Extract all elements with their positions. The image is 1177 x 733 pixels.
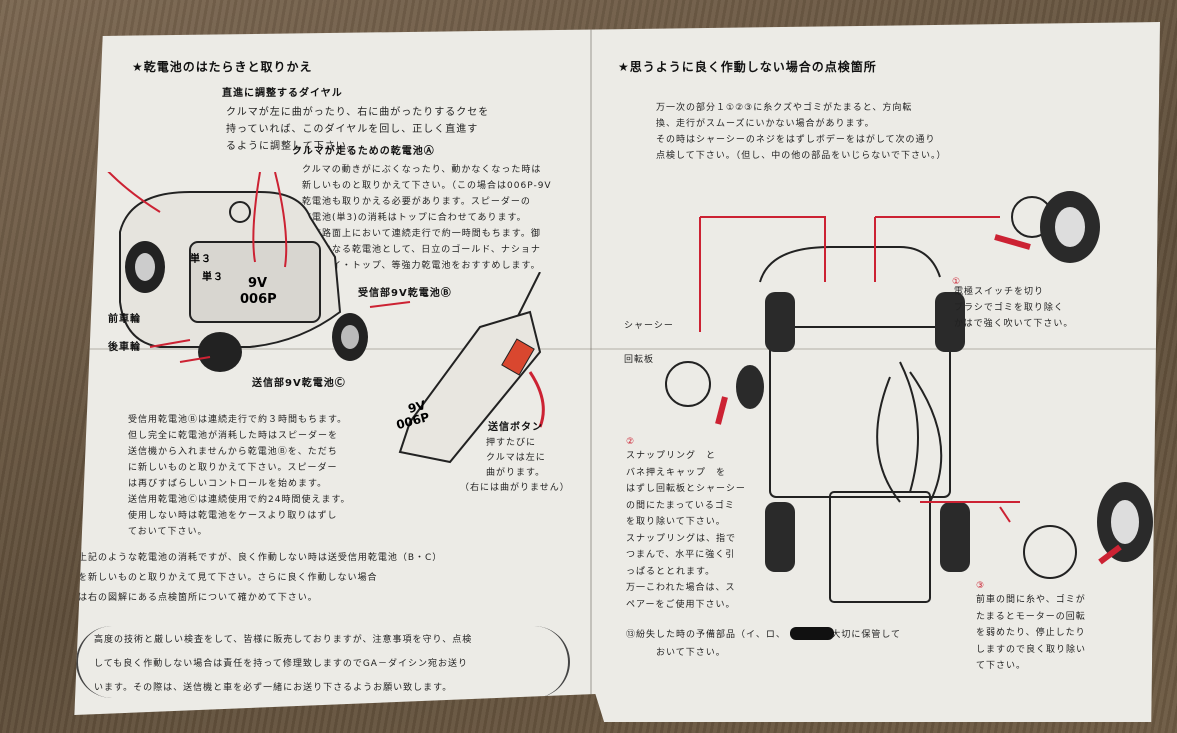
text-line: つまんで、水平に強く引 xyxy=(626,550,736,560)
text-line: 点検して下さい。（但し、中の他の部品をいじらないで下さい。） xyxy=(656,151,947,161)
text-line: ブラシでゴミを取り除く xyxy=(954,303,1064,313)
item1-number: ① xyxy=(952,277,962,287)
bullet-line: に新しいものと取りかえて下さい。スピーダー xyxy=(128,463,338,473)
dial-text: クルマが左に曲がったり、右に曲がったりするクセを 持っていれば、このダイヤルを回… xyxy=(226,104,489,155)
battery-label: 006P xyxy=(240,292,277,307)
text-line: います。その際は、送信機と車を必ず一緒にお送り下さるようお願い致します。 xyxy=(94,683,453,693)
drive-battery-heading: クルマが走るための乾電池Ⓐ xyxy=(292,146,435,157)
text-line: の間にたまっているゴミ xyxy=(626,500,735,511)
item3-text: 前車の間に糸や、ゴミが たまるとモーターの回転 を弱めたり、停止したり しますの… xyxy=(976,592,1086,675)
redaction-mark xyxy=(790,627,834,640)
item3-number: ③ xyxy=(976,581,986,591)
right-page-title: ★思うように良く作動しない場合の点検箇所 xyxy=(618,60,877,74)
text-line: ルのハイ・トップ、等強力乾電池をおすすめします。 xyxy=(302,261,541,271)
text-line: るように調整して下さい。 xyxy=(226,141,358,152)
text-line: 乾電池(単3)の消耗はトップに合わせてあります。 xyxy=(302,213,527,223)
intro-text: 万一次の部分１①②③に糸クズやゴミがたまると、方向転 換、走行がスムーズにいかな… xyxy=(656,100,946,164)
text-line: 上記のような乾電池の消耗ですが、良く作動しない時は送受信用乾電池（B・C） xyxy=(78,553,443,563)
instruction-sheet: ★乾電池のはたらきと取りかえ 直進に調整するダイヤル クルマが左に曲がったり、右… xyxy=(74,22,1160,722)
text-line: ⑬紛失した時の予備部品（イ、ロ、 ）は大切に保管して xyxy=(626,630,902,640)
rear-wheel-label: 後車輪 xyxy=(108,342,141,353)
summary-text: 上記のような乾電池の消耗ですが、良く作動しない時は送受信用乾電池（B・C） を新… xyxy=(78,548,442,608)
text-line: 前車の間に糸や、ゴミが xyxy=(976,595,1086,605)
battery-label: 単３ xyxy=(202,272,224,283)
text-line: しますので良く取り除い xyxy=(976,644,1087,655)
item2-text: スナップリング と バネ押えキャップ を はずし回転板とシャーシー の間にたまっ… xyxy=(626,448,746,613)
send-button-text: 押すたびに クルマは左に 曲がります。 （右には曲がりません） xyxy=(460,436,570,496)
bullet-line: ておいて下さい。 xyxy=(128,527,208,537)
text-line: 持っていれば、このダイヤルを回し、正しく直進す xyxy=(226,124,479,135)
transmitter-illustration xyxy=(398,272,545,464)
send-button-heading: 送信ボタン xyxy=(488,422,543,433)
text-line: 換、走行がスムーズにいかない場合があります。 xyxy=(656,119,875,129)
bullet-line: 受信用乾電池Ⓑは連続走行で約３時間もちます。 xyxy=(128,415,348,425)
drive-battery-text: クルマの動きがにぶくなったり、動かなくなった時は 新しいものと取りかえて下さい。… xyxy=(302,162,552,274)
chassis-label: シャーシー xyxy=(624,321,674,331)
bullet-line: 但し完全に乾電池が消耗した時はスピーダーを xyxy=(128,431,339,441)
text-line: 万一こわれた場合は、ス xyxy=(626,583,736,593)
text-line: バネ押えキャップ を xyxy=(626,467,727,478)
text-line: 高度の技術と厳しい検査をして、皆様に販売しておりますが、注意事項を守り、点検 xyxy=(94,635,473,645)
text-line: て下さい。 xyxy=(976,661,1027,671)
bullet-line: 使用しない時は乾電池をケースより取りはずし xyxy=(128,511,338,521)
dial-heading: 直進に調整するダイヤル xyxy=(222,88,343,99)
bullet-line: は再びすばらしいコントロールを始めます。 xyxy=(128,479,328,489)
spare-parts-text: ⑬紛失した時の予備部品（イ、ロ、 ）は大切に保管して おいて下さい。 xyxy=(626,626,901,662)
bullet-line: 送信用乾電池Ⓒは連続使用で約24時間使えます。 xyxy=(128,495,351,505)
text-line: しても良く作動しない場合は責任を持って修理致しますのでGA－ダイシン宛お送り xyxy=(94,659,468,669)
text-line: はずし回転板とシャーシー xyxy=(626,484,746,494)
text-line: 新しいものと取りかえて下さい。（この場合は006P-9V xyxy=(302,181,552,191)
text-line: 曲がります。 xyxy=(486,468,546,478)
car-chassis-illustration xyxy=(100,172,411,372)
text-line: っぱるととれます。 xyxy=(626,566,716,577)
bullet-line: 送信機から入れませんから乾電池Ⓑを、ただち xyxy=(128,447,338,457)
item2-number: ② xyxy=(626,437,636,447)
text-line: 押すたびに xyxy=(486,438,537,448)
text-line: スナップリング と xyxy=(626,451,717,461)
battery-label: 単３ xyxy=(190,254,212,265)
text-line: スナップリングは、指で xyxy=(626,533,737,544)
turntable-label: 回転板 xyxy=(624,355,655,365)
notice-box xyxy=(76,626,570,698)
text-line: は右の図解にある点検箇所について確かめて下さい。 xyxy=(78,593,318,603)
text-line: を取り除いて下さい。 xyxy=(626,517,726,527)
text-line: ペアーをご使用下さい。 xyxy=(626,599,736,610)
front-wheel-label: 前車輪 xyxy=(108,314,141,325)
center-fold xyxy=(590,22,592,722)
battery-label: 9V xyxy=(248,276,268,291)
left-page-title: ★乾電池のはたらきと取りかえ xyxy=(132,60,313,74)
text-line: クルマの動きがにぶくなったり、動かなくなった時は xyxy=(302,165,542,175)
text-line: クルマが左に曲がったり、右に曲がったりするクセを xyxy=(226,107,490,118)
receiver-battery-label: 受信部9V乾電池Ⓑ xyxy=(358,288,452,299)
item1-text: 電極スイッチを切り ブラシでゴミを取り除く かはで強く吹いて下さい。 xyxy=(954,284,1073,332)
text-line: を新しいものと取りかえて見て下さい。さらに良く作動しない場合 xyxy=(78,573,378,583)
horizontal-fold xyxy=(74,348,1160,350)
text-line: 万一次の部分１①②③に糸クズやゴミがたまると、方向転 xyxy=(656,103,913,113)
text-line: を弱めたり、停止したり xyxy=(976,628,1086,638)
text-line: 舗装路面上において連続走行で約一時間もちます。御 xyxy=(302,229,541,239)
text-line: おいて下さい。 xyxy=(656,648,726,658)
text-line: たまるとモーターの回転 xyxy=(976,611,1086,622)
text-line: 電極スイッチを切り xyxy=(954,287,1045,297)
transmitter-battery-label: 送信部9V乾電池Ⓒ xyxy=(252,378,346,389)
notice-text: 高度の技術と厳しい検査をして、皆様に販売しておりますが、注意事項を守り、点検 し… xyxy=(94,628,472,700)
text-line: その時はシャーシーのネジをはずしボデーをはがして次の通り xyxy=(656,135,936,145)
battery-bullets: 受信用乾電池Ⓑは連続走行で約３時間もちます。 但し完全に乾電池が消耗した時はスピ… xyxy=(128,412,351,540)
text-line: かはで強く吹いて下さい。 xyxy=(954,319,1074,329)
chassis-exploded-diagram xyxy=(665,191,1153,603)
text-line: （右には曲がりません） xyxy=(460,483,570,493)
text-line: 乾電池も取りかえる必要があります。スピーダーの xyxy=(302,197,531,207)
text-line: 使用になる乾電池として、日立のゴールド、ナショナ xyxy=(302,245,541,255)
text-line: クルマは左に xyxy=(486,453,546,463)
